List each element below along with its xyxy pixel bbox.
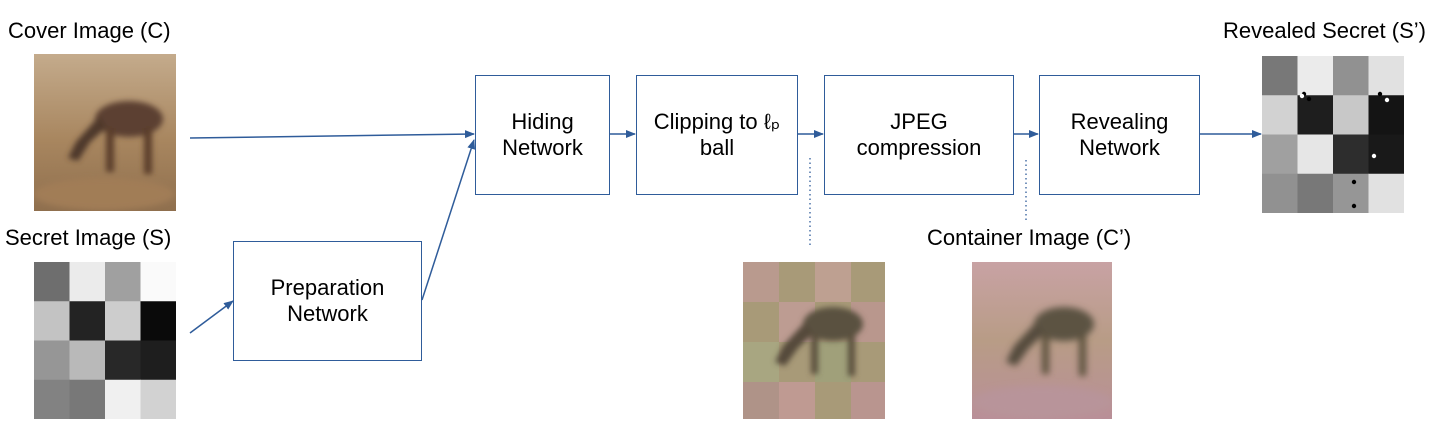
arrow-secret-to-preparation xyxy=(189,300,234,334)
revealing-network-label-line1: Revealing xyxy=(1070,109,1169,134)
secret-grid-cell xyxy=(34,340,70,381)
preparation-network-label-line2: Network xyxy=(287,301,368,326)
revealed-grid-cell xyxy=(1262,56,1298,96)
revealing-network-box: Revealing Network xyxy=(1039,75,1200,195)
revealed-grid-cell xyxy=(1333,56,1369,96)
secret-image xyxy=(34,262,176,419)
revealed-secret-label: Revealed Secret (S’) xyxy=(1223,18,1426,43)
secret-grid-cell xyxy=(105,301,141,341)
secret-grid-cell xyxy=(140,340,176,381)
preparation-network-label-line1: Preparation xyxy=(270,275,385,300)
secret-grid-cell xyxy=(140,379,176,419)
secret-image-label: Secret Image (S) xyxy=(5,225,172,250)
hiding-network-label-line2: Network xyxy=(502,135,583,160)
revealed-grid-cell xyxy=(1297,56,1334,96)
arrow-cover-to-hiding xyxy=(189,130,475,139)
cover-image xyxy=(34,54,176,211)
revealed-grid-cell xyxy=(1297,173,1334,213)
secret-grid-cell xyxy=(34,379,70,419)
revealed-grid-cell xyxy=(1297,134,1334,175)
revealed-grid-cell xyxy=(1297,95,1334,135)
hiding-network-box: Hiding Network xyxy=(475,75,610,195)
secret-grid-cell xyxy=(34,262,70,302)
secret-grid-cell xyxy=(69,301,106,341)
secret-grid-cell xyxy=(105,262,141,302)
revealed-grid-cell xyxy=(1262,134,1298,175)
revealed-grid-cell xyxy=(1333,95,1369,135)
revealing-network-label-line2: Network xyxy=(1079,135,1160,160)
clipping-label-line1: Clipping to ℓₚ xyxy=(653,109,781,134)
secret-grid-cell xyxy=(105,379,141,419)
cover-image-label: Cover Image (C) xyxy=(8,18,171,43)
secret-grid-cell xyxy=(105,340,141,381)
clipping-box: Clipping to ℓₚ ball xyxy=(636,75,798,195)
clipped-container-image xyxy=(743,262,885,419)
revealed-grid-cell xyxy=(1262,95,1298,135)
secret-grid-cell xyxy=(140,301,176,341)
secret-grid-cell xyxy=(34,301,70,341)
secret-grid-cell xyxy=(69,262,106,302)
revealed-grid-cell xyxy=(1333,173,1369,213)
revealed-noise-speck xyxy=(1306,96,1312,102)
arrow-preparation-to-hiding xyxy=(421,139,476,301)
revealed-grid-cell xyxy=(1333,134,1369,175)
secret-grid-cell xyxy=(69,379,106,419)
revealed-noise-speck xyxy=(1371,153,1377,159)
revealed-secret-image xyxy=(1262,56,1404,213)
revealed-grid-cell xyxy=(1368,173,1404,213)
revealed-grid-cell xyxy=(1368,56,1404,96)
revealed-noise-speck xyxy=(1351,203,1357,209)
revealed-grid-cell xyxy=(1262,173,1298,213)
container-image-label: Container Image (C’) xyxy=(927,225,1132,250)
revealed-noise-speck xyxy=(1377,91,1383,97)
revealed-noise-speck xyxy=(1299,93,1305,99)
revealed-noise-speck xyxy=(1384,97,1390,103)
preparation-network-box: Preparation Network xyxy=(233,241,422,361)
secret-grid-cell xyxy=(69,340,106,381)
revealed-noise-speck xyxy=(1351,179,1357,185)
hiding-network-label-line1: Hiding xyxy=(511,109,574,134)
clipping-label-line2: ball xyxy=(699,135,735,160)
container-image xyxy=(972,262,1112,419)
jpeg-compression-label-line1: JPEG xyxy=(890,109,948,134)
jpeg-compression-box: JPEG compression xyxy=(824,75,1014,195)
jpeg-compression-label-line2: compression xyxy=(856,135,982,160)
secret-grid-cell xyxy=(140,262,176,302)
